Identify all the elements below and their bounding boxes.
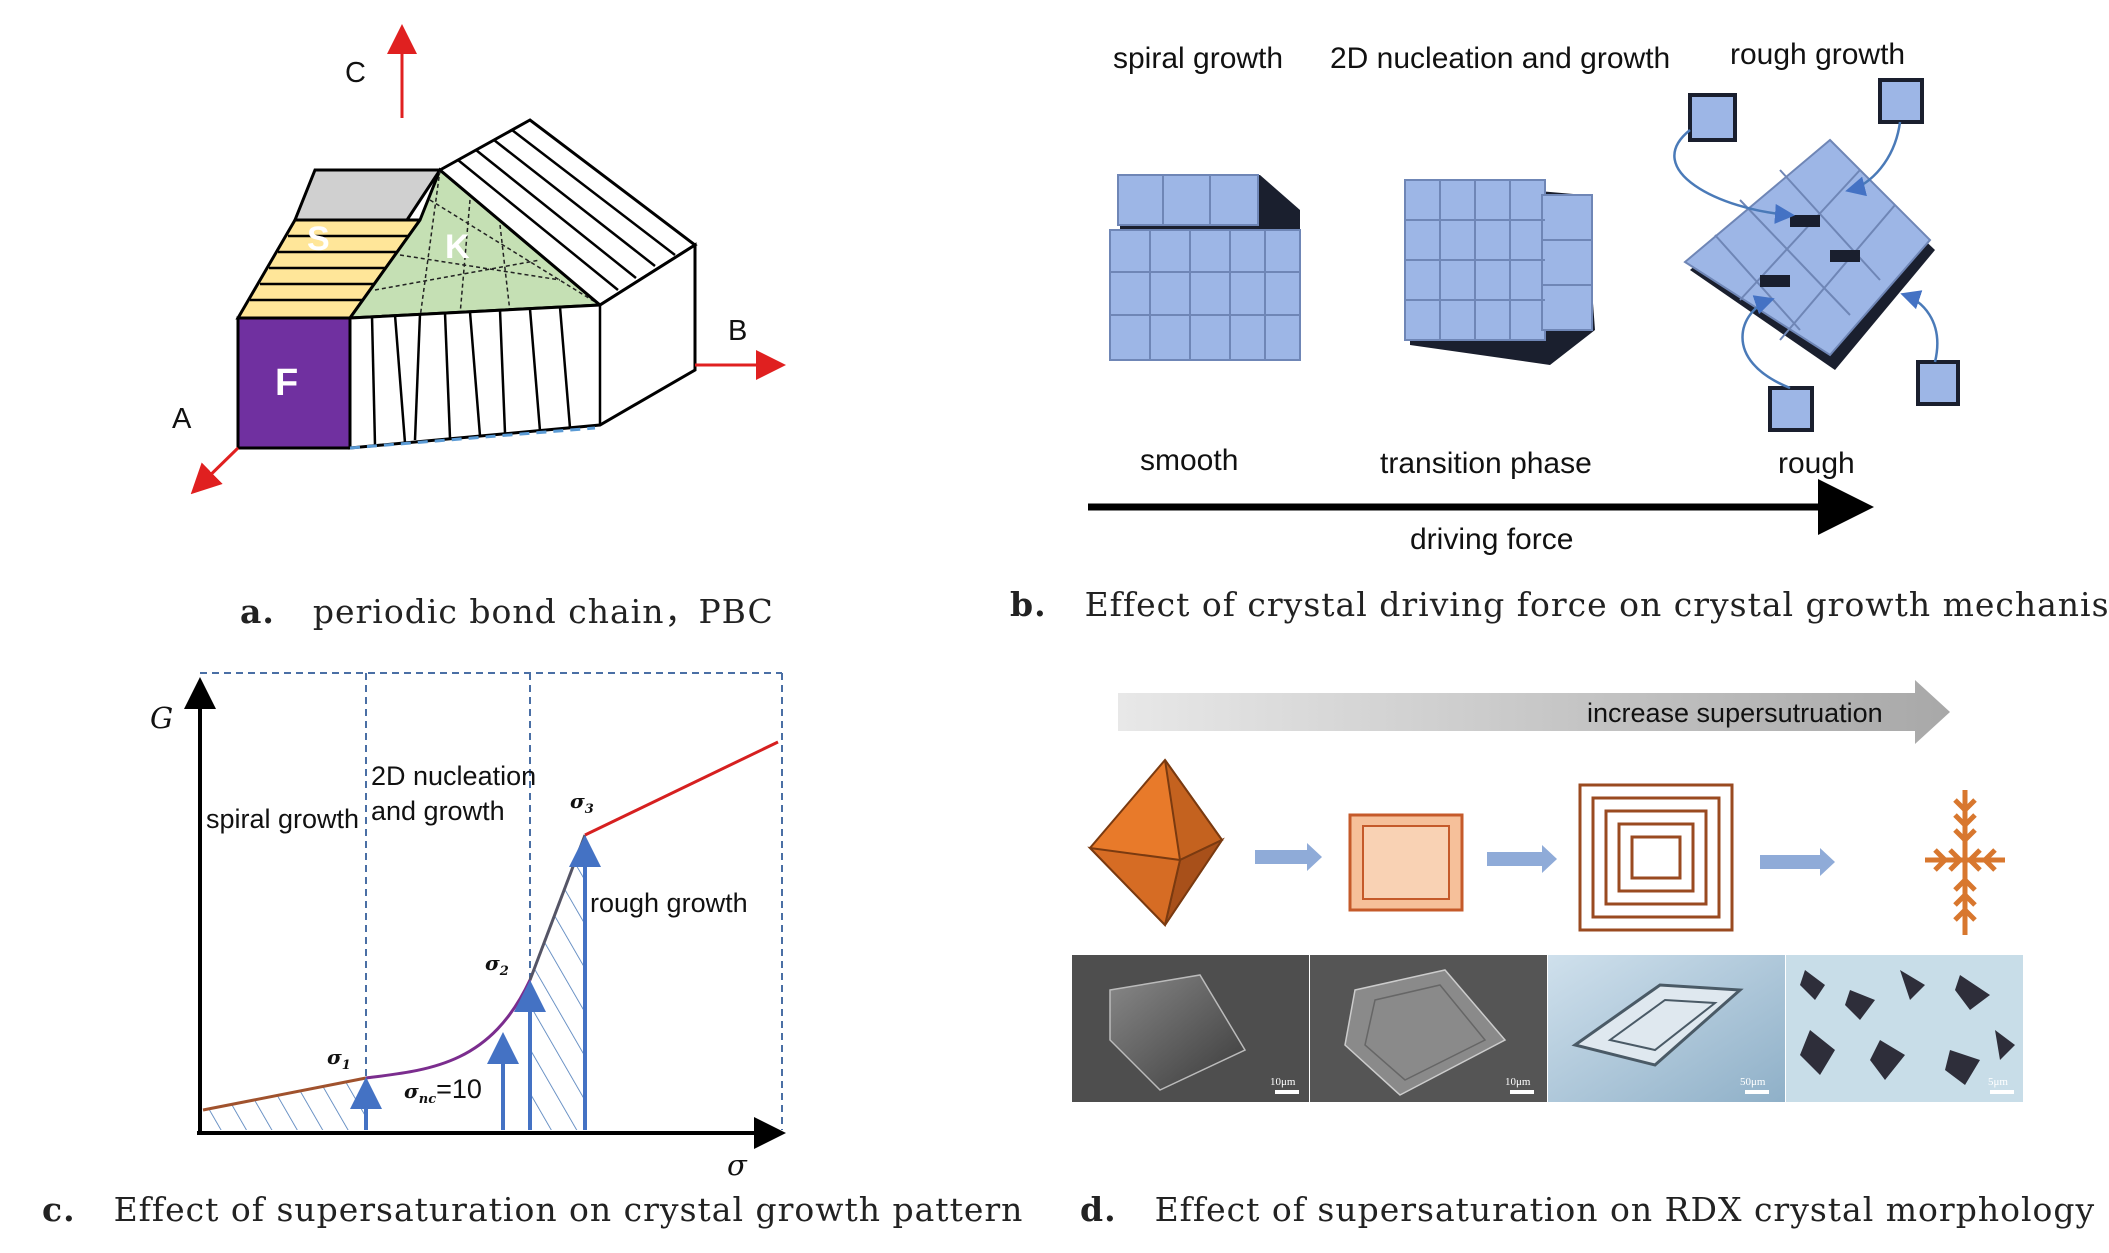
region-rough-label: rough growth (590, 888, 748, 918)
caption-d: d.Effect of supersaturation on RDX cryst… (1080, 1190, 2096, 1229)
region-nuc-label-1: 2D nucleation (371, 761, 536, 791)
scale-label-2: 10μm (1505, 1076, 1531, 1088)
optical-image-2: 5μm (1786, 955, 2023, 1102)
title-spiral-growth: spiral growth (1113, 42, 1283, 75)
title-2d-nucleation: 2D nucleation and growth (1330, 42, 1670, 75)
label-transition-phase: transition phase (1380, 447, 1592, 480)
region-spiral-label: spiral growth (206, 804, 359, 834)
panel-b-driving-force: spiral growth 2D nucleation and growth r… (1088, 38, 1960, 556)
sigma-2-label: σ2 (485, 951, 509, 979)
optical-image-1: 50μm (1548, 955, 1785, 1102)
axis-a-label: A (172, 403, 192, 435)
hatch-rough (530, 835, 585, 1130)
spiral-growth-cubes (1109, 174, 1301, 361)
caption-a: a.periodic bond chain，PBC (240, 592, 774, 631)
f-face (236, 316, 352, 450)
scale-label-1: 10μm (1270, 1076, 1296, 1088)
axis-b-label: B (728, 315, 747, 347)
title-rough-growth: rough growth (1730, 38, 1905, 71)
scale-label-4: 5μm (1988, 1076, 2008, 1088)
scale-label-3: 50μm (1740, 1076, 1766, 1088)
curve-spiral (202, 1076, 367, 1112)
axis-c-label: C (345, 57, 366, 89)
hollow-frame-shape (1578, 783, 1734, 932)
banner-label: increase supersutruation (1587, 698, 1883, 728)
curve-rough (584, 740, 779, 837)
hatch-spiral (203, 1078, 366, 1130)
s-face-label: S (307, 220, 330, 258)
label-smooth: smooth (1140, 444, 1238, 477)
rough-growth-cubes (1673, 78, 1960, 432)
square-shape (1348, 813, 1464, 912)
sem-image-2: 10μm (1310, 955, 1547, 1102)
sigma-3-label: σ3 (570, 789, 594, 817)
nucleation-cubes (1404, 179, 1595, 365)
sigma-1-label: σ1 (327, 1045, 351, 1073)
y-axis-label: G (150, 701, 173, 735)
sem-image-1: 10μm (1072, 955, 1309, 1102)
label-rough: rough (1778, 447, 1855, 480)
caption-b: b.Effect of crystal driving force on cry… (1010, 585, 2109, 624)
x-axis-label: σ (727, 1148, 748, 1182)
panel-d-rdx-morphology: increase supersutruation (1072, 680, 2023, 1102)
f-face-label: F (275, 362, 298, 404)
dendrite-shape (1925, 790, 2005, 935)
axis-a-arrow (190, 446, 240, 495)
octahedron-shape (1087, 758, 1225, 928)
driving-force-label: driving force (1410, 523, 1573, 556)
sigma-nc-label: σnc=10 (404, 1074, 482, 1107)
k-face-label: K (445, 228, 470, 266)
supersaturation-banner (1118, 680, 1950, 744)
panel-c-growth-pattern: G σ spiral growth 2D nucleation and grow… (150, 672, 786, 1182)
region-nuc-label-2: and growth (371, 796, 505, 826)
curve-nucleation (365, 979, 532, 1080)
panel-a-pbc-diagram: C B A F S K (172, 24, 786, 495)
caption-c: c.Effect of supersaturation on crystal g… (42, 1190, 1024, 1229)
